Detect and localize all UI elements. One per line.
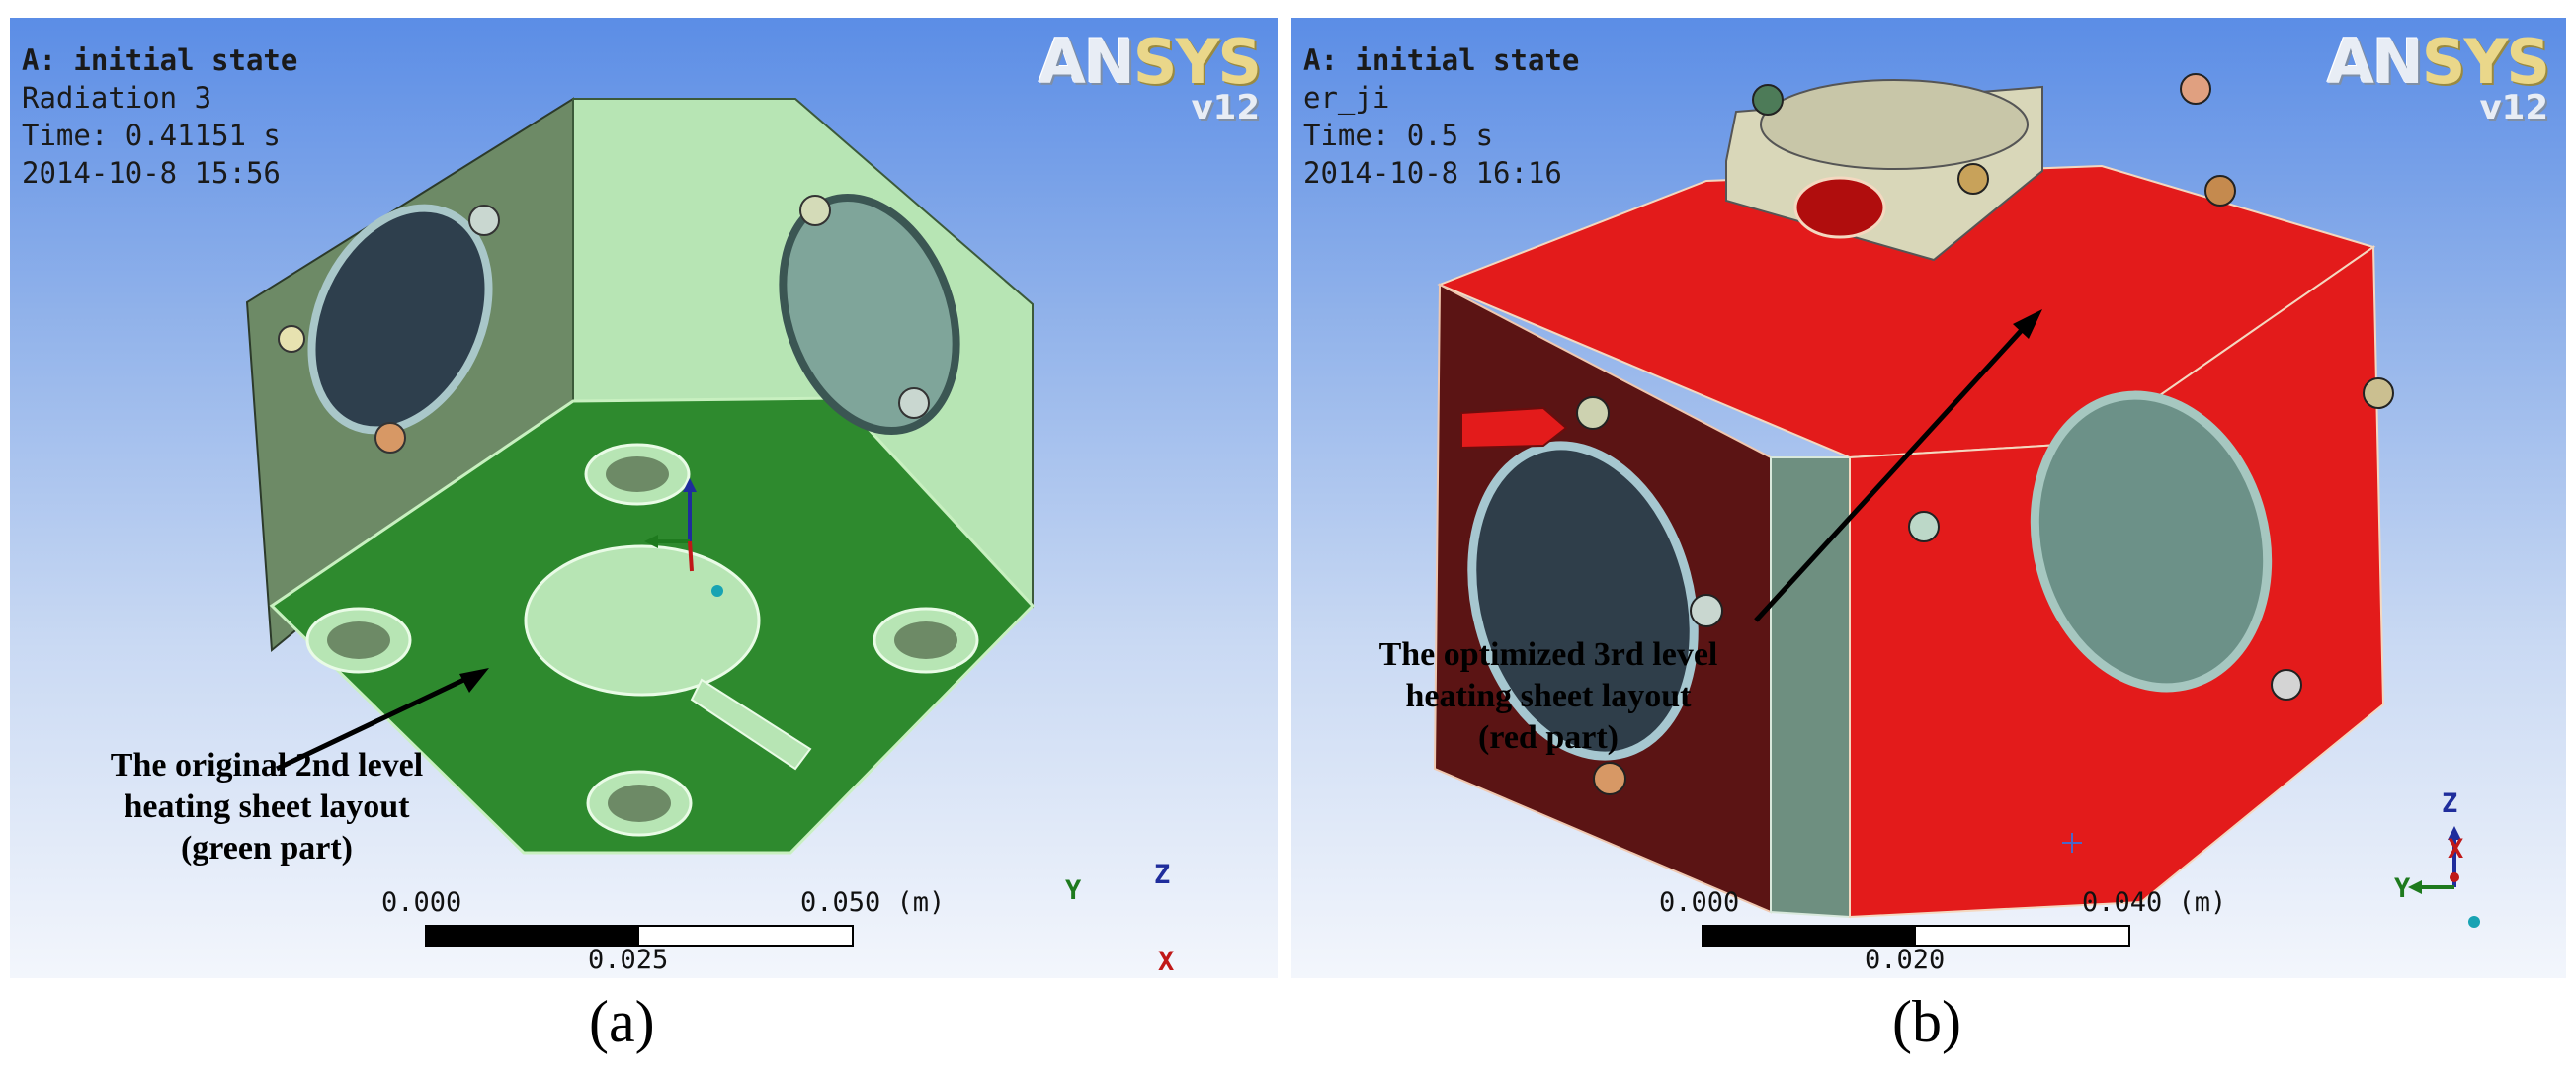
axis-x-label-b: X (2448, 834, 2464, 865)
ansys-logo-a: ANSYS v12 (1038, 26, 1262, 127)
header-info-b: A: initial state er_ji Time: 0.5 s 2014-… (1303, 41, 1579, 192)
annotation-a-line1: The original 2nd level (110, 747, 424, 784)
header-line2-a: Time: 0.41151 s (22, 119, 281, 152)
axis-y-label-b: Y (2394, 873, 2411, 904)
scale-mid-label-a: 0.025 (588, 945, 669, 975)
annotation-a-line2: heating sheet layout (124, 788, 410, 825)
ansys-logo-text-b: ANSYS (2326, 26, 2550, 98)
ansys-logo-b: ANSYS v12 (2326, 26, 2550, 127)
header-title-b: A: initial state (1303, 43, 1580, 77)
axis-y-label-a: Y (1065, 875, 1082, 906)
scale-mid-label-b: 0.020 (1865, 945, 1946, 975)
model-view-a (245, 97, 1036, 855)
annotation-b: The optimized 3rd level heating sheet la… (1321, 634, 1776, 759)
scale-right-label-a: 0.050 (m) (800, 887, 946, 918)
scale-bar-a (425, 925, 854, 947)
annotation-a: The original 2nd level heating sheet lay… (40, 745, 494, 869)
edge-strip-b (1770, 456, 1851, 919)
caption-b: (b) (1892, 989, 1961, 1054)
header-line3-a: 2014-10-8 15:56 (22, 156, 281, 190)
header-line3-b: 2014-10-8 16:16 (1303, 156, 1562, 190)
axis-z-label-b: Z (2442, 788, 2458, 819)
axis-x-label-a: X (1158, 947, 1175, 977)
viewport-panel-a[interactable]: A: initial state Radiation 3 Time: 0.411… (10, 18, 1278, 978)
ansys-logo-text-a: ANSYS (1038, 26, 1262, 98)
annotation-b-line2: heating sheet layout (1405, 678, 1692, 714)
header-info-a: A: initial state Radiation 3 Time: 0.411… (22, 41, 297, 192)
caption-a: (a) (589, 989, 655, 1054)
scale-right-label-b: 0.040 (m) (2082, 887, 2227, 918)
viewport-panel-b[interactable]: A: initial state er_ji Time: 0.5 s 2014-… (1291, 18, 2566, 978)
header-line1-b: er_ji (1303, 81, 1390, 115)
header-line1-a: Radiation 3 (22, 81, 212, 115)
scale-bar-b (1702, 925, 2130, 947)
scale-left-label-b: 0.000 (1659, 887, 1740, 918)
header-title-a: A: initial state (22, 43, 298, 77)
header-line2-b: Time: 0.5 s (1303, 119, 1494, 152)
ansys-version-a: v12 (1191, 88, 1260, 127)
annotation-a-line3: (green part) (180, 830, 354, 867)
annotation-b-line3: (red part) (1478, 719, 1619, 756)
ansys-version-b: v12 (2479, 88, 2548, 127)
axis-z-label-a: Z (1154, 860, 1171, 890)
scale-left-label-a: 0.000 (381, 887, 462, 918)
model-view-b (1433, 73, 2480, 928)
annotation-b-line1: The optimized 3rd level (1378, 636, 1718, 673)
